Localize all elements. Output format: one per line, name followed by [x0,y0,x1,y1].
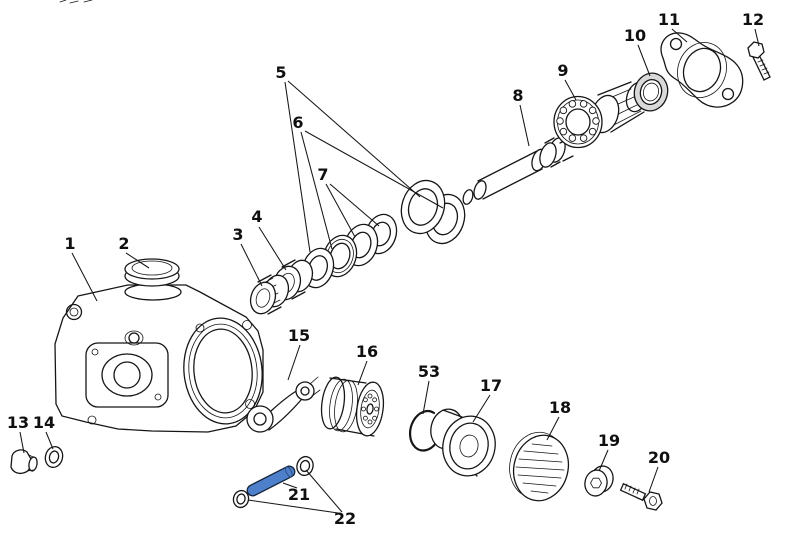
part-shape-19[interactable] [583,464,616,498]
leader-lines [19,28,760,514]
part-shape-22[interactable] [232,455,316,509]
part-label-5[interactable]: 5 [275,63,287,82]
part-shape-12[interactable] [747,41,771,81]
part-label-16[interactable]: 16 [355,342,379,361]
part-label-14[interactable]: 14 [32,413,56,432]
part-shape-9[interactable] [553,95,603,149]
part-shape-53[interactable] [408,410,438,452]
part-shape-18[interactable] [503,426,575,506]
part-label-18[interactable]: 18 [548,398,572,417]
part-shape-2[interactable] [124,258,180,287]
part-shape-14[interactable] [43,445,65,470]
pin-21-body[interactable] [245,464,296,497]
part-shape-21-highlighted-pin[interactable] [245,464,296,497]
part-label-8[interactable]: 8 [512,86,524,105]
part-label-15[interactable]: 15 [287,326,311,345]
part-label-1[interactable]: 1 [64,234,76,253]
part-label-3[interactable]: 3 [232,225,244,244]
part-shape-10[interactable] [630,69,672,114]
part-label-19[interactable]: 19 [597,431,621,450]
part-label-6[interactable]: 6 [292,113,304,132]
part-shape-20[interactable] [619,482,663,511]
part-label-53[interactable]: 53 [417,362,441,381]
part-label-9[interactable]: 9 [557,61,569,80]
part-label-7[interactable]: 7 [317,165,329,184]
part-shape-13[interactable] [10,449,38,474]
part-label-12[interactable]: 12 [741,10,765,29]
part-shape-5-large-seal[interactable] [395,175,452,239]
part-shape-15[interactable] [246,376,321,433]
part-label-11[interactable]: 11 [657,10,681,29]
cropped-text-artifact [59,0,93,4]
part-label-17[interactable]: 17 [479,376,503,395]
part-label-10[interactable]: 10 [623,26,647,45]
part-label-2[interactable]: 2 [118,234,130,253]
part-shape-1[interactable] [54,283,267,433]
part-shape-11[interactable] [660,32,744,108]
part-label-4[interactable]: 4 [251,207,263,226]
part-label-21[interactable]: 21 [287,485,311,504]
part-label-13[interactable]: 13 [6,413,30,432]
part-label-20[interactable]: 20 [647,448,671,467]
part-shape-3[interactable] [247,272,293,317]
part-shape-17[interactable] [427,406,500,481]
part-shape-16[interactable] [318,376,386,438]
part-label-22[interactable]: 22 [333,509,357,528]
